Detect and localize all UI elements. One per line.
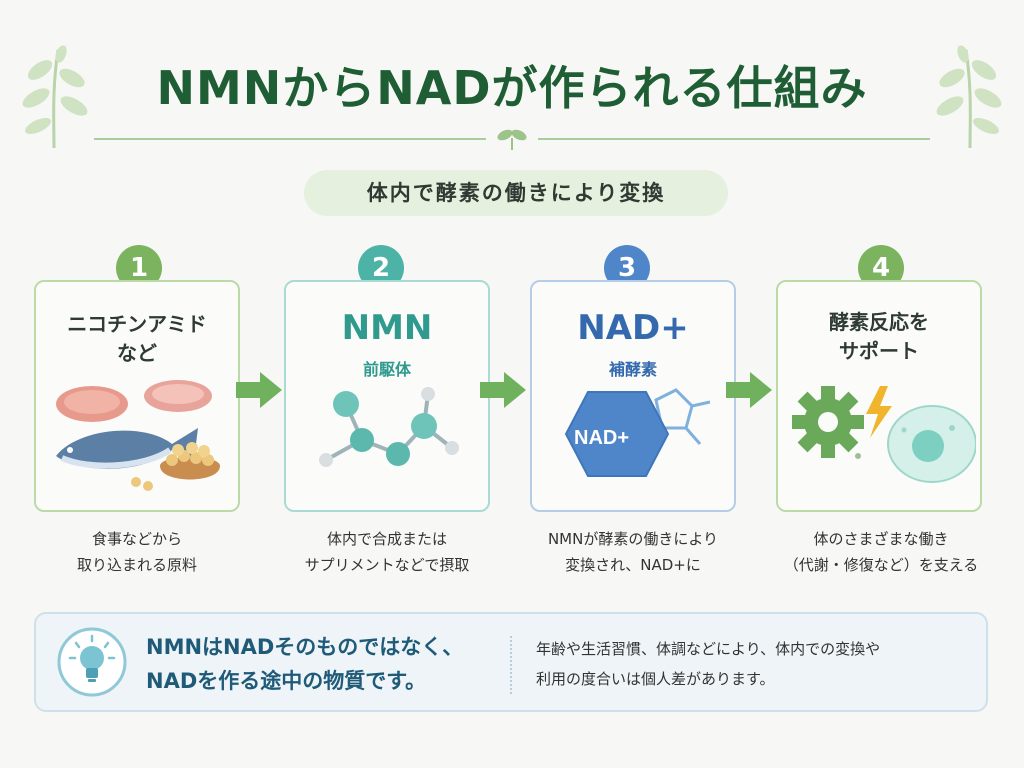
step-1-description: 食事などから 取り込まれる原料 xyxy=(76,530,197,574)
cell-support-icon xyxy=(792,386,976,483)
arrow-3-to-4-icon xyxy=(726,372,772,408)
coenzyme-icon: NAD+ xyxy=(564,388,711,477)
info-note-main-text: NMNはNADそのものではなく、 NADを作る途中の物質です。 xyxy=(146,635,464,693)
step-4-description: 体のさまざまな働き （代謝・修復など）を支える xyxy=(783,530,979,574)
step-2-title: NMN xyxy=(341,308,433,348)
step-2-card: NMN 前駆体 xyxy=(284,280,490,512)
leaf-decoration-left-icon xyxy=(22,45,88,149)
leaf-decoration-right-icon xyxy=(936,45,1002,149)
sprout-icon xyxy=(497,129,527,150)
info-note-side-text: 年齢や生活習慣、体調などにより、体内での変換や 利用の度合いは個人差があります。 xyxy=(536,640,881,688)
molecule-icon xyxy=(319,387,459,467)
step-4-card: 酵素反応を サポート xyxy=(776,280,982,512)
step-1-card: ニコチンアミド など xyxy=(34,280,240,512)
step-1-title: ニコチンアミド など xyxy=(67,312,207,365)
title-divider-left xyxy=(94,138,486,140)
lightbulb-icon xyxy=(57,627,127,697)
coenzyme-hex-label: NAD+ xyxy=(574,427,629,449)
step-3-title: NAD+ xyxy=(577,308,689,348)
step-2-subtitle: 前駆体 xyxy=(362,360,411,379)
page-title: NMNからNADが作られる仕組み xyxy=(156,61,868,115)
info-note-divider xyxy=(510,636,512,694)
step-3-description: NMNが酵素の働きにより 変換され、NAD+に xyxy=(547,530,719,574)
step-3-card: NAD+ 補酵素 NAD+ xyxy=(530,280,736,512)
process-subtitle-pill: 体内で酵素の働きにより変換 xyxy=(304,170,728,216)
arrow-1-to-2-icon xyxy=(236,372,282,408)
food-icon xyxy=(56,380,220,491)
step-2-description: 体内で合成または サプリメントなどで摂取 xyxy=(304,530,470,574)
step-4-title: 酵素反応を サポート xyxy=(829,310,929,363)
arrow-2-to-3-icon xyxy=(480,372,526,408)
step-3-subtitle: 補酵素 xyxy=(608,360,657,379)
title-divider-right xyxy=(538,138,930,140)
